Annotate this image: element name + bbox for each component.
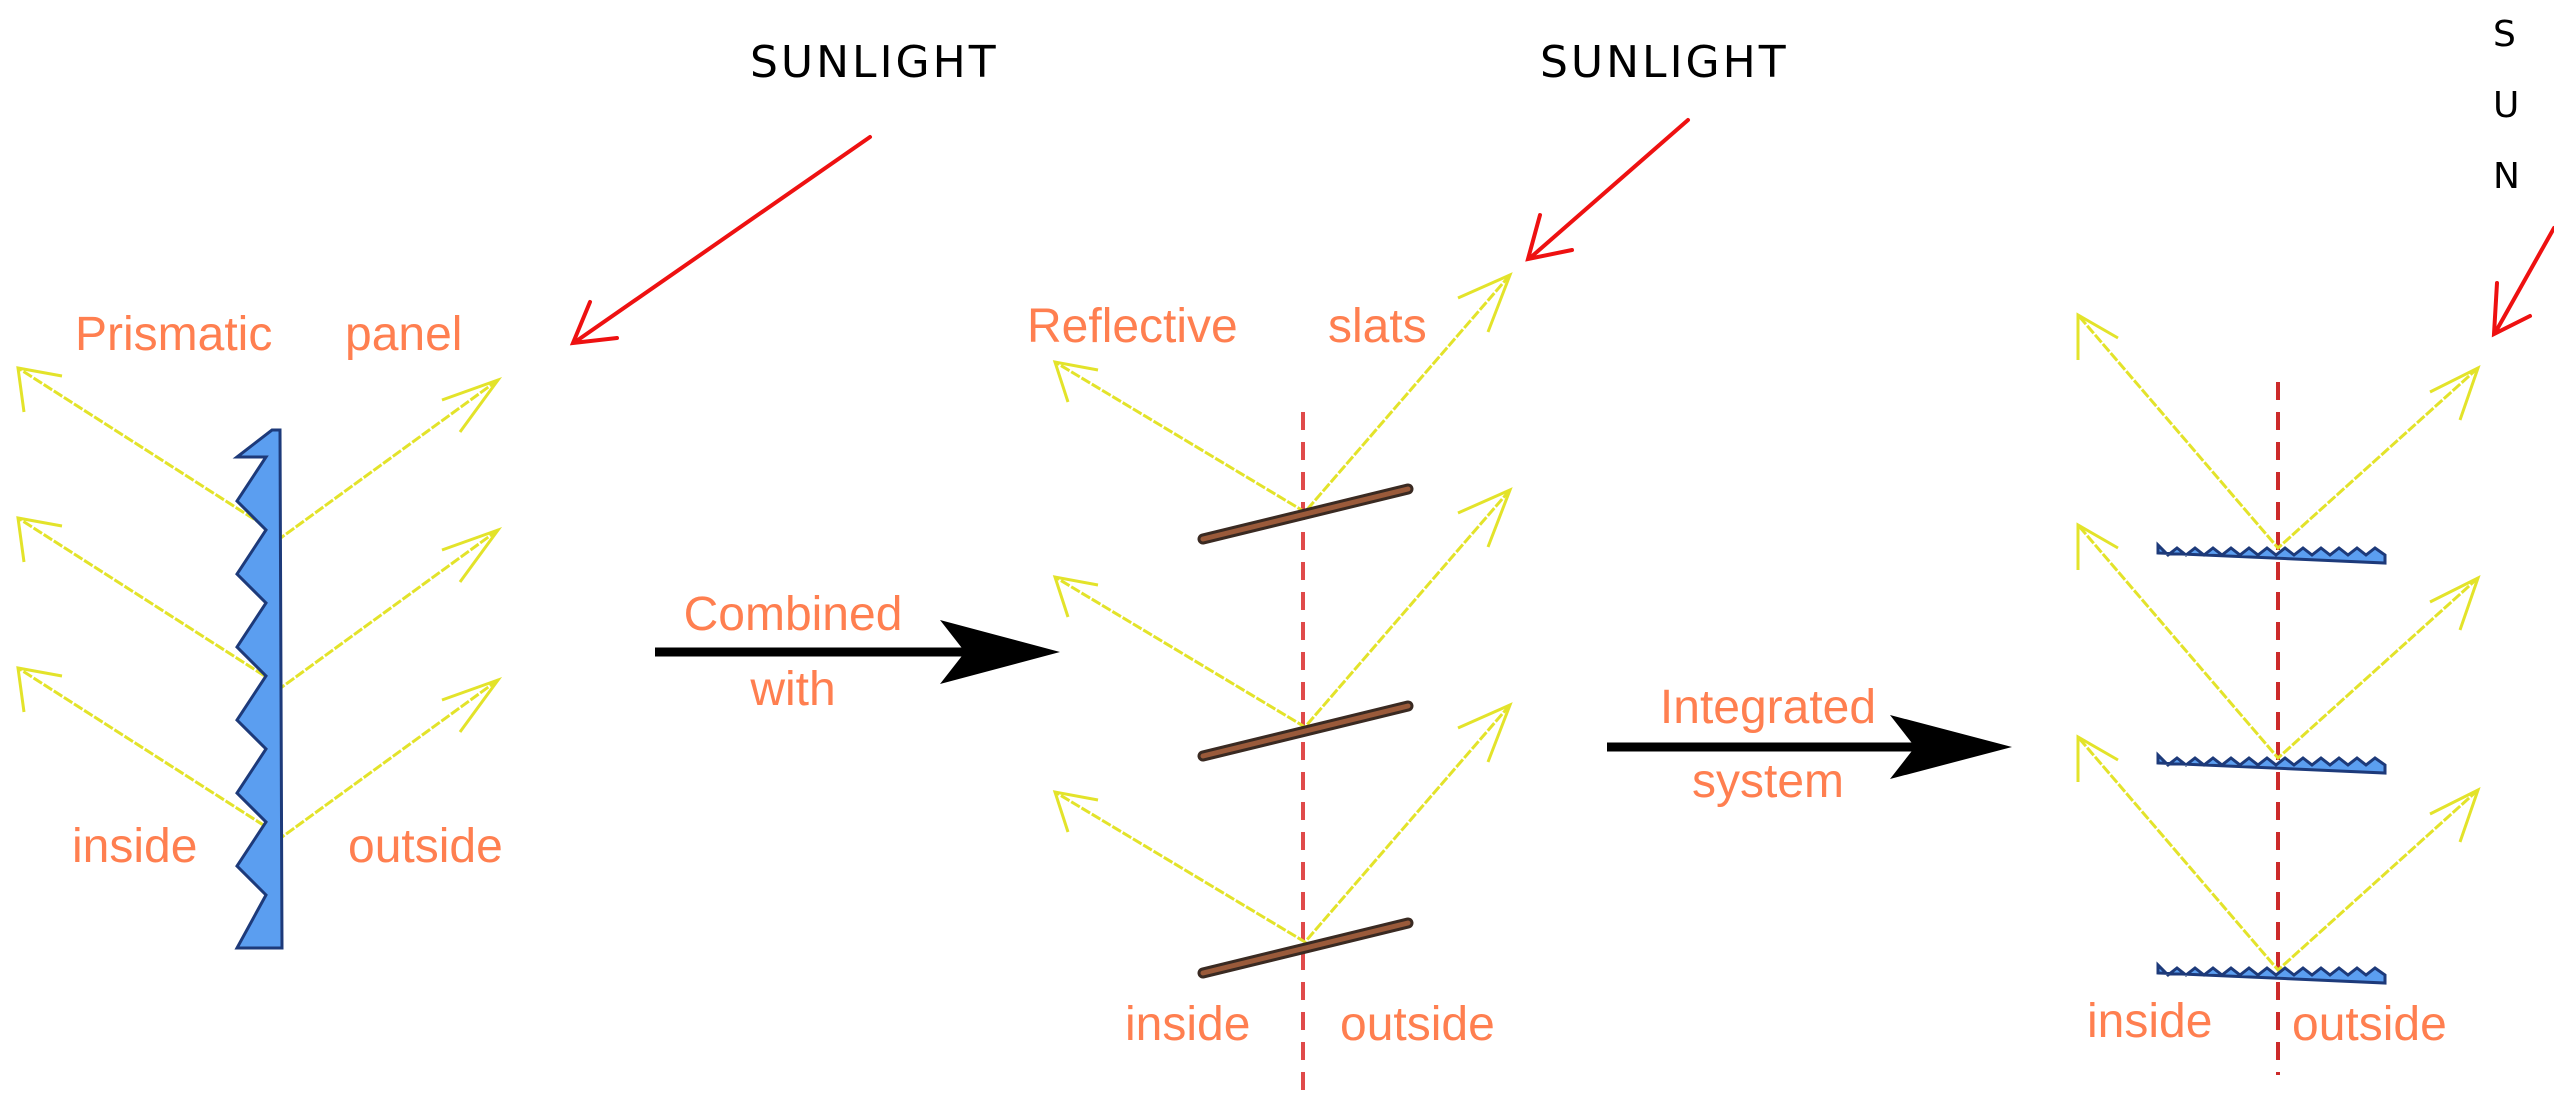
- ray-arrowhead: [2429, 365, 2481, 421]
- ray-arrowhead: [1457, 702, 1513, 763]
- sunlight-label-left: SUNLIGHT: [750, 37, 999, 88]
- ray-arrowhead: [1457, 272, 1513, 333]
- light-ray: [2076, 736, 2480, 973]
- ray-arrowhead: [1052, 575, 1099, 618]
- sunlight-letter-n: N: [2493, 156, 2523, 197]
- prismatic-slat: [2156, 541, 2387, 565]
- light-ray: [17, 366, 499, 539]
- light-ray: [1054, 489, 1512, 729]
- connector-label-line2: system: [1692, 755, 1844, 808]
- ray-arrowhead: [441, 376, 503, 433]
- combined-with-connector: Combined with: [655, 588, 1060, 716]
- prismatic-slat: [2156, 751, 2387, 775]
- light-ray: [2076, 524, 2480, 761]
- connector-label-line1: Combined: [684, 588, 903, 641]
- panel-title-word1: Prismatic: [75, 308, 272, 361]
- connector-arrowhead: [940, 620, 1060, 684]
- ray-arrowhead: [2076, 312, 2119, 360]
- light-ray: [2076, 314, 2480, 551]
- outside-label: outside: [2292, 998, 2447, 1051]
- connector-label-line2: with: [749, 663, 835, 716]
- ray-arrowhead: [16, 666, 63, 713]
- light-ray: [1054, 704, 1512, 944]
- ray-arrowhead: [1052, 790, 1099, 833]
- sunlight-arrow-right: [2493, 226, 2554, 335]
- sunlight-arrowhead-middle: [1525, 213, 1574, 262]
- panel-title-word2: panel: [345, 308, 462, 361]
- ray-arrowhead: [1052, 360, 1099, 403]
- sunlight-arrow-middle: [1528, 118, 1690, 260]
- ray-arrowhead: [441, 676, 503, 733]
- reflective-slat-surface: [1200, 920, 1411, 976]
- sunlight-arrow-left: [573, 135, 872, 344]
- sunlight-label-middle: SUNLIGHT: [1540, 37, 1789, 88]
- reflective-slat-surface: [1200, 486, 1411, 542]
- sunlight-arrowhead-right: [2491, 281, 2532, 338]
- sunlight-arrowhead-left: [569, 300, 619, 346]
- inside-label: inside: [1125, 998, 1250, 1051]
- panel-title-word2: slats: [1328, 300, 1427, 353]
- ray-arrowhead: [1457, 487, 1513, 548]
- prismatic-slat: [2156, 961, 2387, 985]
- prismatic-panel: [232, 428, 284, 950]
- ray-arrowhead: [2429, 575, 2481, 631]
- prismatic-panel-diagram: Prismatic panel inside outside: [16, 308, 503, 950]
- reflective-slats-diagram: Reflective slats inside outside: [1027, 272, 1513, 1095]
- ray-arrowhead: [2429, 787, 2481, 843]
- ray-arrowhead: [16, 516, 63, 563]
- integrated-system-diagram: inside outside: [2076, 312, 2481, 1075]
- sunlight-letter-s: S: [2493, 14, 2519, 55]
- reflective-slat-surface: [1200, 703, 1411, 759]
- ray-arrowhead: [2076, 734, 2119, 782]
- connector-label-line1: Integrated: [1660, 681, 1876, 734]
- ray-arrowhead: [2076, 522, 2119, 570]
- ray-arrowhead: [441, 526, 503, 583]
- outside-label: outside: [348, 820, 503, 873]
- connector-arrowhead: [1890, 715, 2012, 779]
- outside-label: outside: [1340, 998, 1495, 1051]
- inside-label: inside: [2087, 995, 2212, 1048]
- panel-title-word1: Reflective: [1027, 300, 1238, 353]
- sunlight-letter-u: U: [2493, 85, 2522, 126]
- ray-arrowhead: [16, 366, 63, 413]
- integrated-system-connector: Integrated system: [1607, 681, 2012, 808]
- inside-label: inside: [72, 820, 197, 873]
